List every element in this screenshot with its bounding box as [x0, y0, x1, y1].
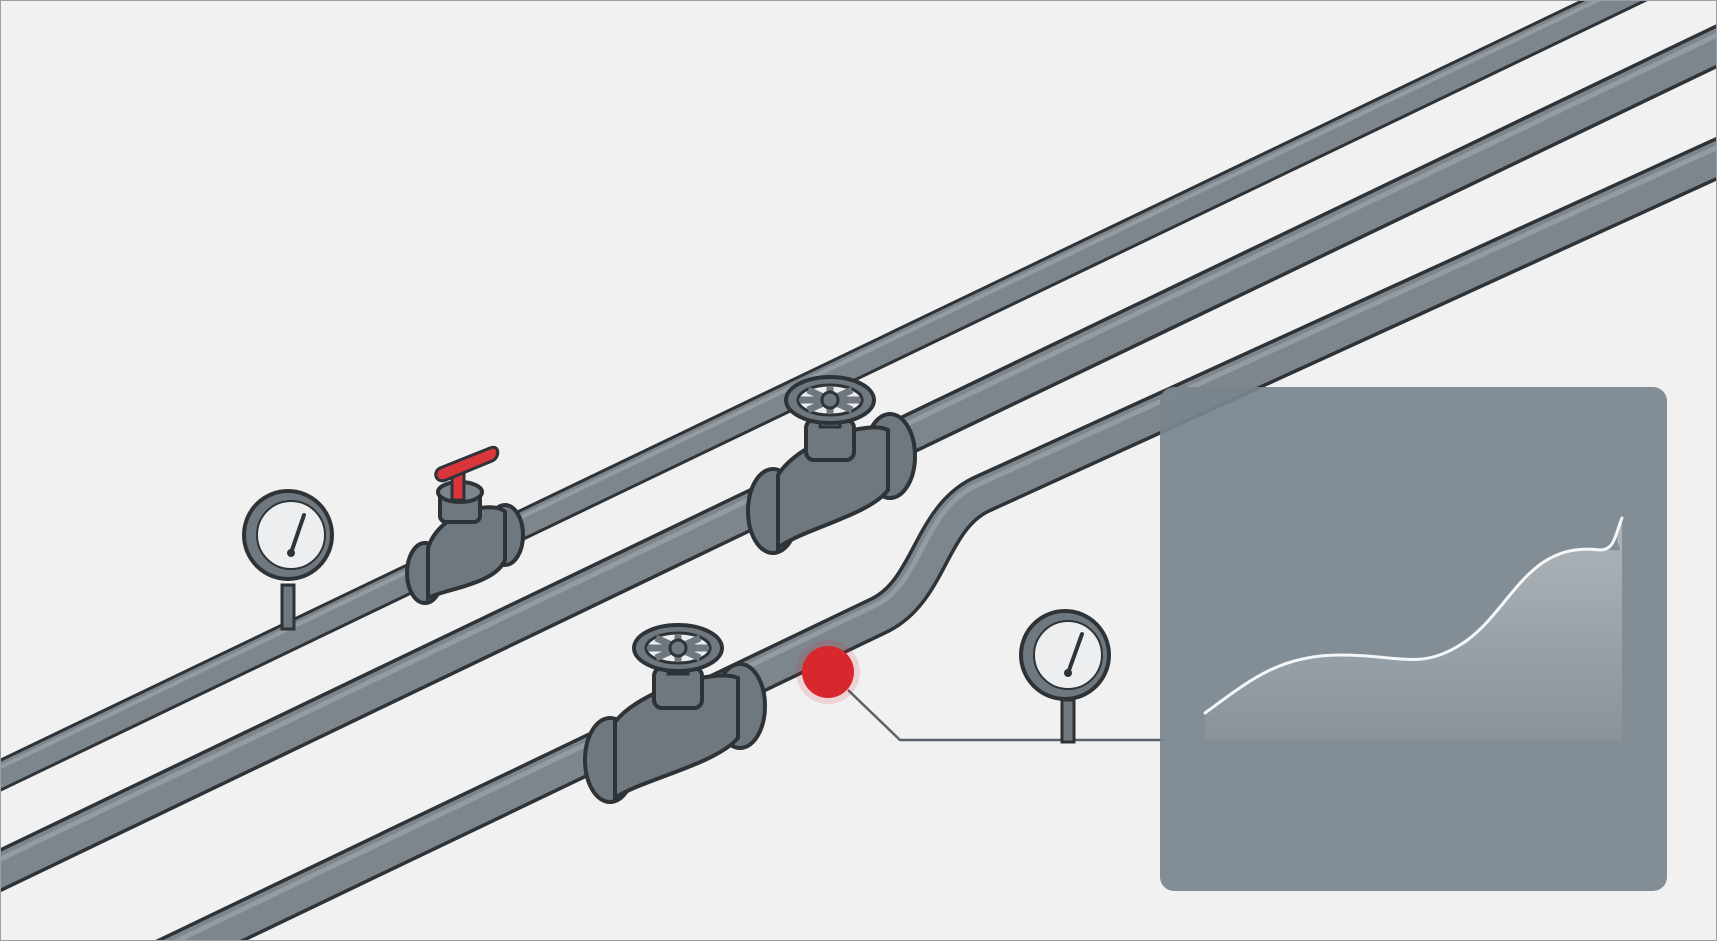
alert-dot-icon — [802, 646, 854, 698]
lever-valve[interactable] — [405, 445, 525, 605]
pressure-gauge-right — [1019, 609, 1111, 744]
handwheel-valve-icon — [784, 375, 876, 425]
pipe-upper — [0, 0, 1650, 793]
pressure-gauge-icon — [287, 513, 306, 557]
rising-trend-line — [1203, 516, 1624, 715]
handwheel-valve-lower[interactable] — [583, 623, 767, 804]
trend-area — [1205, 518, 1622, 740]
pressure-gauge-icon — [1064, 632, 1084, 677]
handwheel-valve-icon — [632, 623, 724, 673]
trend-panel[interactable] — [1160, 387, 1667, 891]
handwheel-valve-upper[interactable] — [746, 375, 917, 555]
leak-marker[interactable] — [796, 640, 860, 704]
pipe-lower-bent — [153, 136, 1717, 941]
leak-connector — [847, 689, 1165, 742]
lever-valve-icon — [434, 445, 500, 502]
pressure-gauge-left — [242, 489, 334, 631]
